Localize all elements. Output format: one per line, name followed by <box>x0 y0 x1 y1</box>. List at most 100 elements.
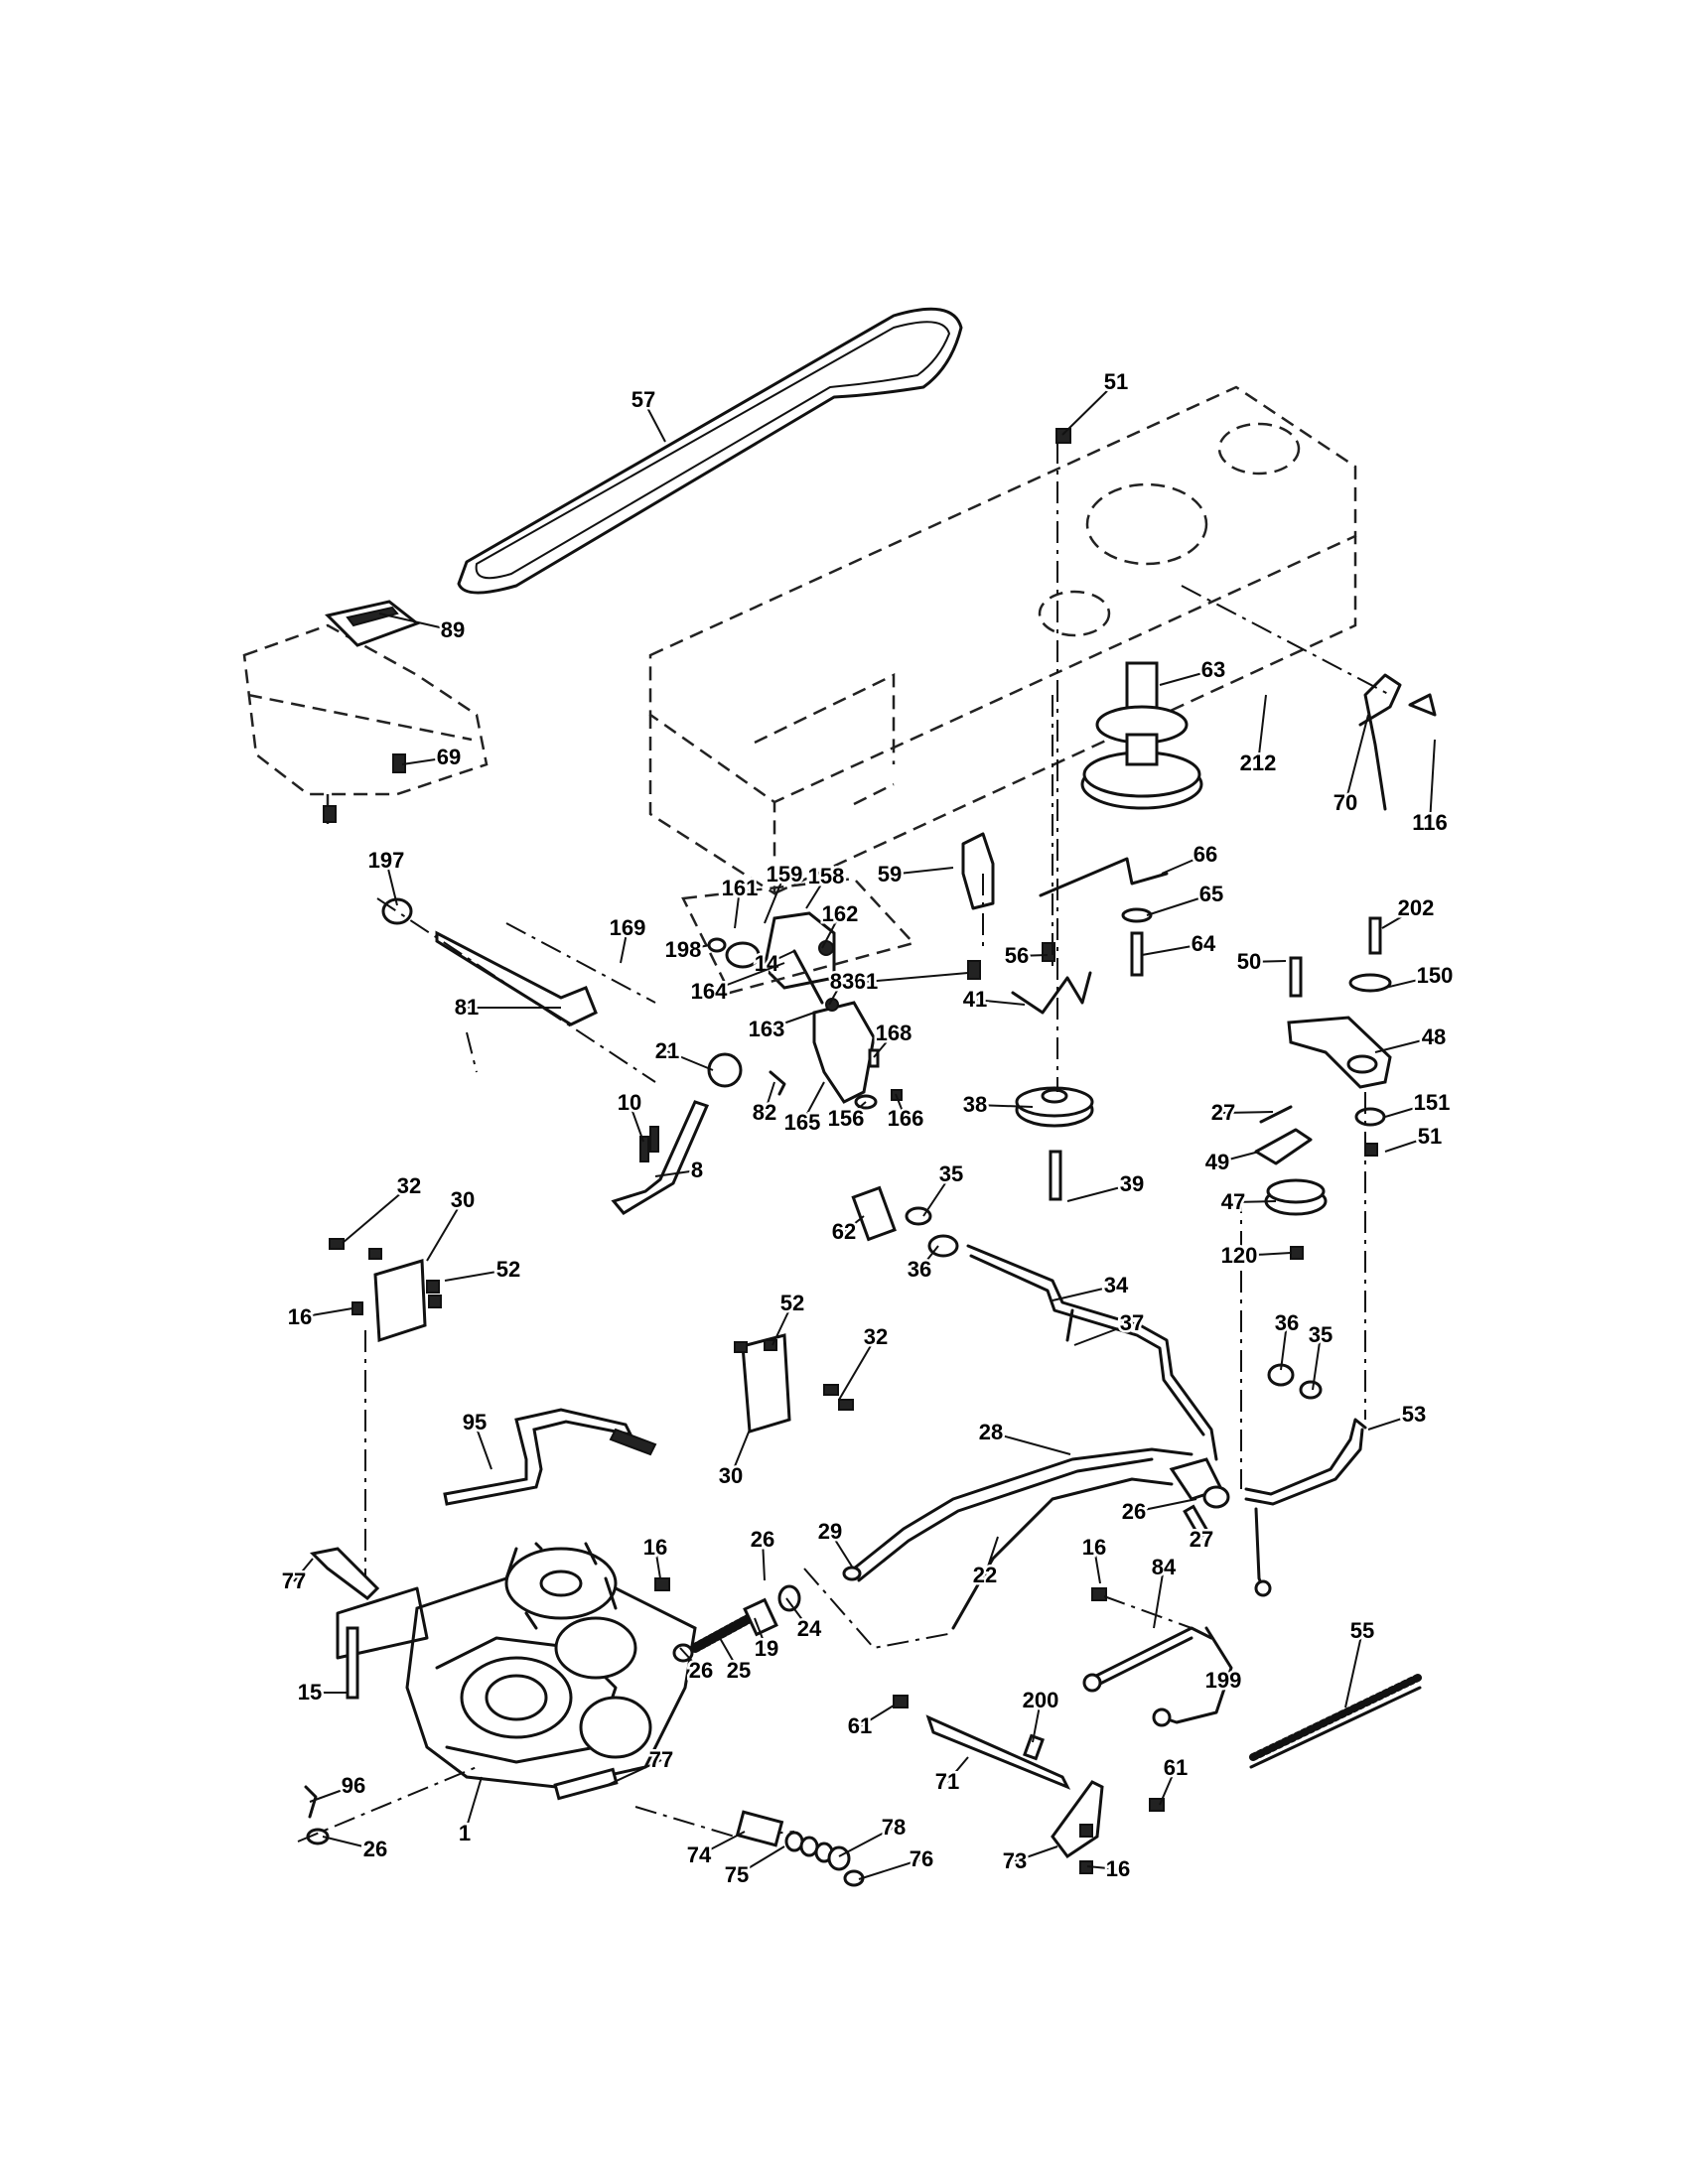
callout-51: 51 <box>1418 1124 1442 1149</box>
callout-leader-16 <box>654 1547 661 1579</box>
bolt-61-upper <box>967 960 981 980</box>
callout-leader-75 <box>736 1845 785 1876</box>
callout-leader-62 <box>843 1215 865 1233</box>
callout-leader-165 <box>801 1081 825 1124</box>
hood-bracket <box>325 600 421 647</box>
callout-77: 77 <box>649 1747 673 1772</box>
callout-49: 49 <box>1205 1150 1229 1174</box>
callout-51: 51 <box>1104 369 1128 394</box>
bolt-39 <box>1049 1150 1062 1201</box>
pin-96 <box>304 1785 318 1819</box>
callout-leader-63 <box>1159 669 1214 686</box>
callout-84: 84 <box>1152 1555 1177 1579</box>
callout-64: 64 <box>1192 931 1216 956</box>
callout-26: 26 <box>363 1837 387 1861</box>
pedal-lever-8 <box>611 1100 710 1215</box>
callout-leader-150 <box>1384 975 1436 989</box>
callout-150: 150 <box>1417 963 1454 988</box>
transaxle <box>336 1557 697 1789</box>
callout-69: 69 <box>437 745 461 769</box>
callout-leader-56 <box>1016 954 1049 957</box>
callout-15: 15 <box>298 1680 322 1705</box>
callout-35: 35 <box>1309 1322 1333 1347</box>
callout-56: 56 <box>1005 943 1029 968</box>
callout-leader-120 <box>1238 1252 1292 1257</box>
axle-spacer-assembly <box>735 1810 865 1887</box>
callout-81: 81 <box>455 995 479 1020</box>
brake-pedal-bracket <box>769 998 903 1110</box>
callout-162: 162 <box>822 901 859 926</box>
callout-leader-30 <box>730 1429 751 1477</box>
callout-leader-34 <box>1052 1285 1117 1301</box>
callout-leader-199 <box>1218 1677 1224 1682</box>
callout-leader-35 <box>1312 1334 1322 1391</box>
bracket-30-left <box>329 1238 442 1343</box>
callout-leader-159 <box>764 874 785 924</box>
callout-27: 27 <box>1190 1527 1213 1552</box>
rod-84 <box>1090 1626 1213 1680</box>
shift-rod-81 <box>435 930 598 1026</box>
callout-leader-36 <box>918 1245 939 1271</box>
washer-35-right <box>1299 1380 1323 1400</box>
callout-leader-95 <box>474 1422 492 1470</box>
callout-30: 30 <box>451 1187 475 1212</box>
callout-52: 52 <box>780 1291 804 1315</box>
callout-leader-10 <box>629 1102 644 1143</box>
callout-8: 8 <box>691 1158 703 1182</box>
callout-leader-53 <box>1367 1414 1415 1431</box>
callout-leader-96 <box>309 1785 354 1803</box>
callout-36: 36 <box>908 1257 931 1282</box>
callout-32: 32 <box>864 1324 888 1349</box>
callout-55: 55 <box>1350 1618 1374 1643</box>
callout-198: 198 <box>665 937 702 962</box>
bracket-71-assembly <box>893 1695 1165 1874</box>
callout-leader-51 <box>1384 1136 1431 1153</box>
callout-30: 30 <box>719 1463 743 1488</box>
callout-32: 32 <box>397 1173 421 1198</box>
callout-leader-50 <box>1248 960 1287 963</box>
callout-leader-77 <box>607 1759 662 1786</box>
callout-leader-73 <box>1014 1845 1058 1862</box>
callout-leader-83 <box>828 981 843 1006</box>
callout-61: 61 <box>848 1713 872 1738</box>
callout-39: 39 <box>1120 1171 1144 1196</box>
callout-leader-36 <box>1280 1322 1288 1371</box>
callout-161: 161 <box>722 876 759 900</box>
callout-70: 70 <box>1333 790 1357 815</box>
callout-leader-76 <box>858 1858 922 1880</box>
traction-rod-28 <box>852 1447 1193 1570</box>
callout-leader-26 <box>322 1836 376 1850</box>
callout-leader-25 <box>719 1637 740 1672</box>
callout-77: 77 <box>282 1569 306 1593</box>
callout-163: 163 <box>749 1017 785 1041</box>
callout-53: 53 <box>1402 1402 1426 1427</box>
callout-89: 89 <box>441 617 465 642</box>
callout-leader-51 <box>1061 381 1117 436</box>
callout-leader-47 <box>1232 1200 1277 1203</box>
callout-158: 158 <box>808 864 845 888</box>
callout-leader-16 <box>299 1307 353 1318</box>
callout-leader-29 <box>829 1531 853 1568</box>
tractor-frame <box>648 385 1357 896</box>
callout-leader-169 <box>620 927 629 964</box>
callout-168: 168 <box>876 1021 912 1045</box>
bolt-64 <box>1130 931 1144 977</box>
axle-77-left <box>309 1547 380 1600</box>
callout-159: 159 <box>767 862 803 887</box>
brake-rod-34 <box>966 1244 1218 1461</box>
callout-leader-166 <box>895 1093 907 1120</box>
nut-51 <box>1055 428 1071 444</box>
callout-leader-16 <box>1093 1547 1101 1584</box>
callout-leader-27 <box>1191 1523 1202 1541</box>
callout-63: 63 <box>1201 657 1225 682</box>
callout-200: 200 <box>1023 1688 1059 1712</box>
spring-66 <box>1039 857 1169 897</box>
callout-19: 19 <box>755 1636 778 1661</box>
callout-leader-39 <box>1066 1183 1133 1202</box>
callout-165: 165 <box>784 1110 821 1135</box>
callout-71: 71 <box>935 1769 959 1794</box>
callout-41: 41 <box>963 987 987 1012</box>
callout-leader-48 <box>1374 1036 1435 1053</box>
callout-75: 75 <box>725 1862 749 1887</box>
